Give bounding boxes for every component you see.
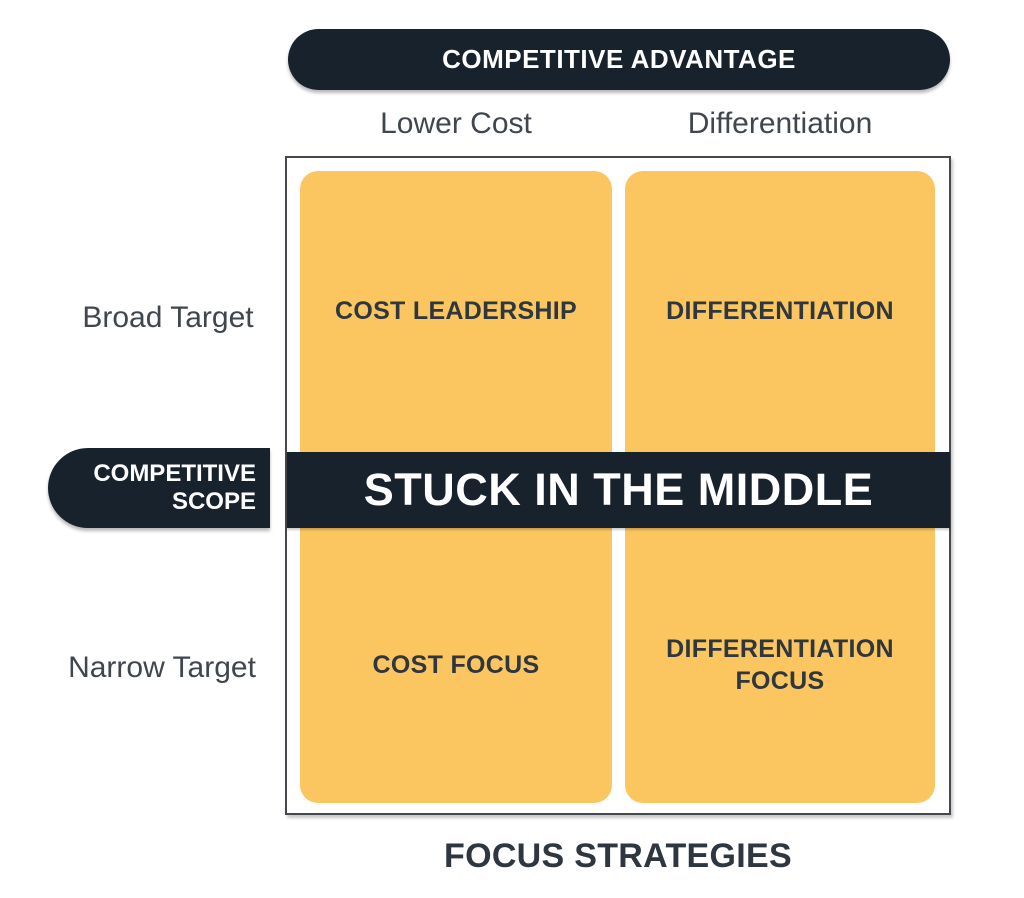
competitive-scope-label: COMPETITIVE SCOPE [93, 460, 256, 515]
column-label-differentiation: Differentiation [687, 107, 873, 140]
row-label-narrow-target: Narrow Target [68, 651, 256, 684]
column-label-lower-cost: Lower Cost [380, 107, 532, 140]
competitive-advantage-banner-label: COMPETITIVE ADVANTAGE [442, 44, 796, 74]
quadrant-differentiation: DIFFERENTIATION [666, 296, 894, 325]
row-label-broad-target: Broad Target [82, 301, 254, 334]
quadrant-differentiation-focus: DIFFERENTIATION FOCUS [666, 635, 894, 695]
quadrant-cost-focus: COST FOCUS [372, 650, 540, 679]
quadrant-cost-leadership: COST LEADERSHIP [334, 296, 578, 325]
stuck-in-the-middle-band: STUCK IN THE MIDDLE [287, 452, 950, 528]
stuck-in-the-middle-label: STUCK IN THE MIDDLE [363, 464, 874, 515]
competitive-scope-tab: COMPETITIVE SCOPE [48, 448, 270, 528]
focus-strategies-caption: FOCUS STRATEGIES [444, 837, 792, 875]
competitive-advantage-banner: COMPETITIVE ADVANTAGE [288, 29, 950, 90]
